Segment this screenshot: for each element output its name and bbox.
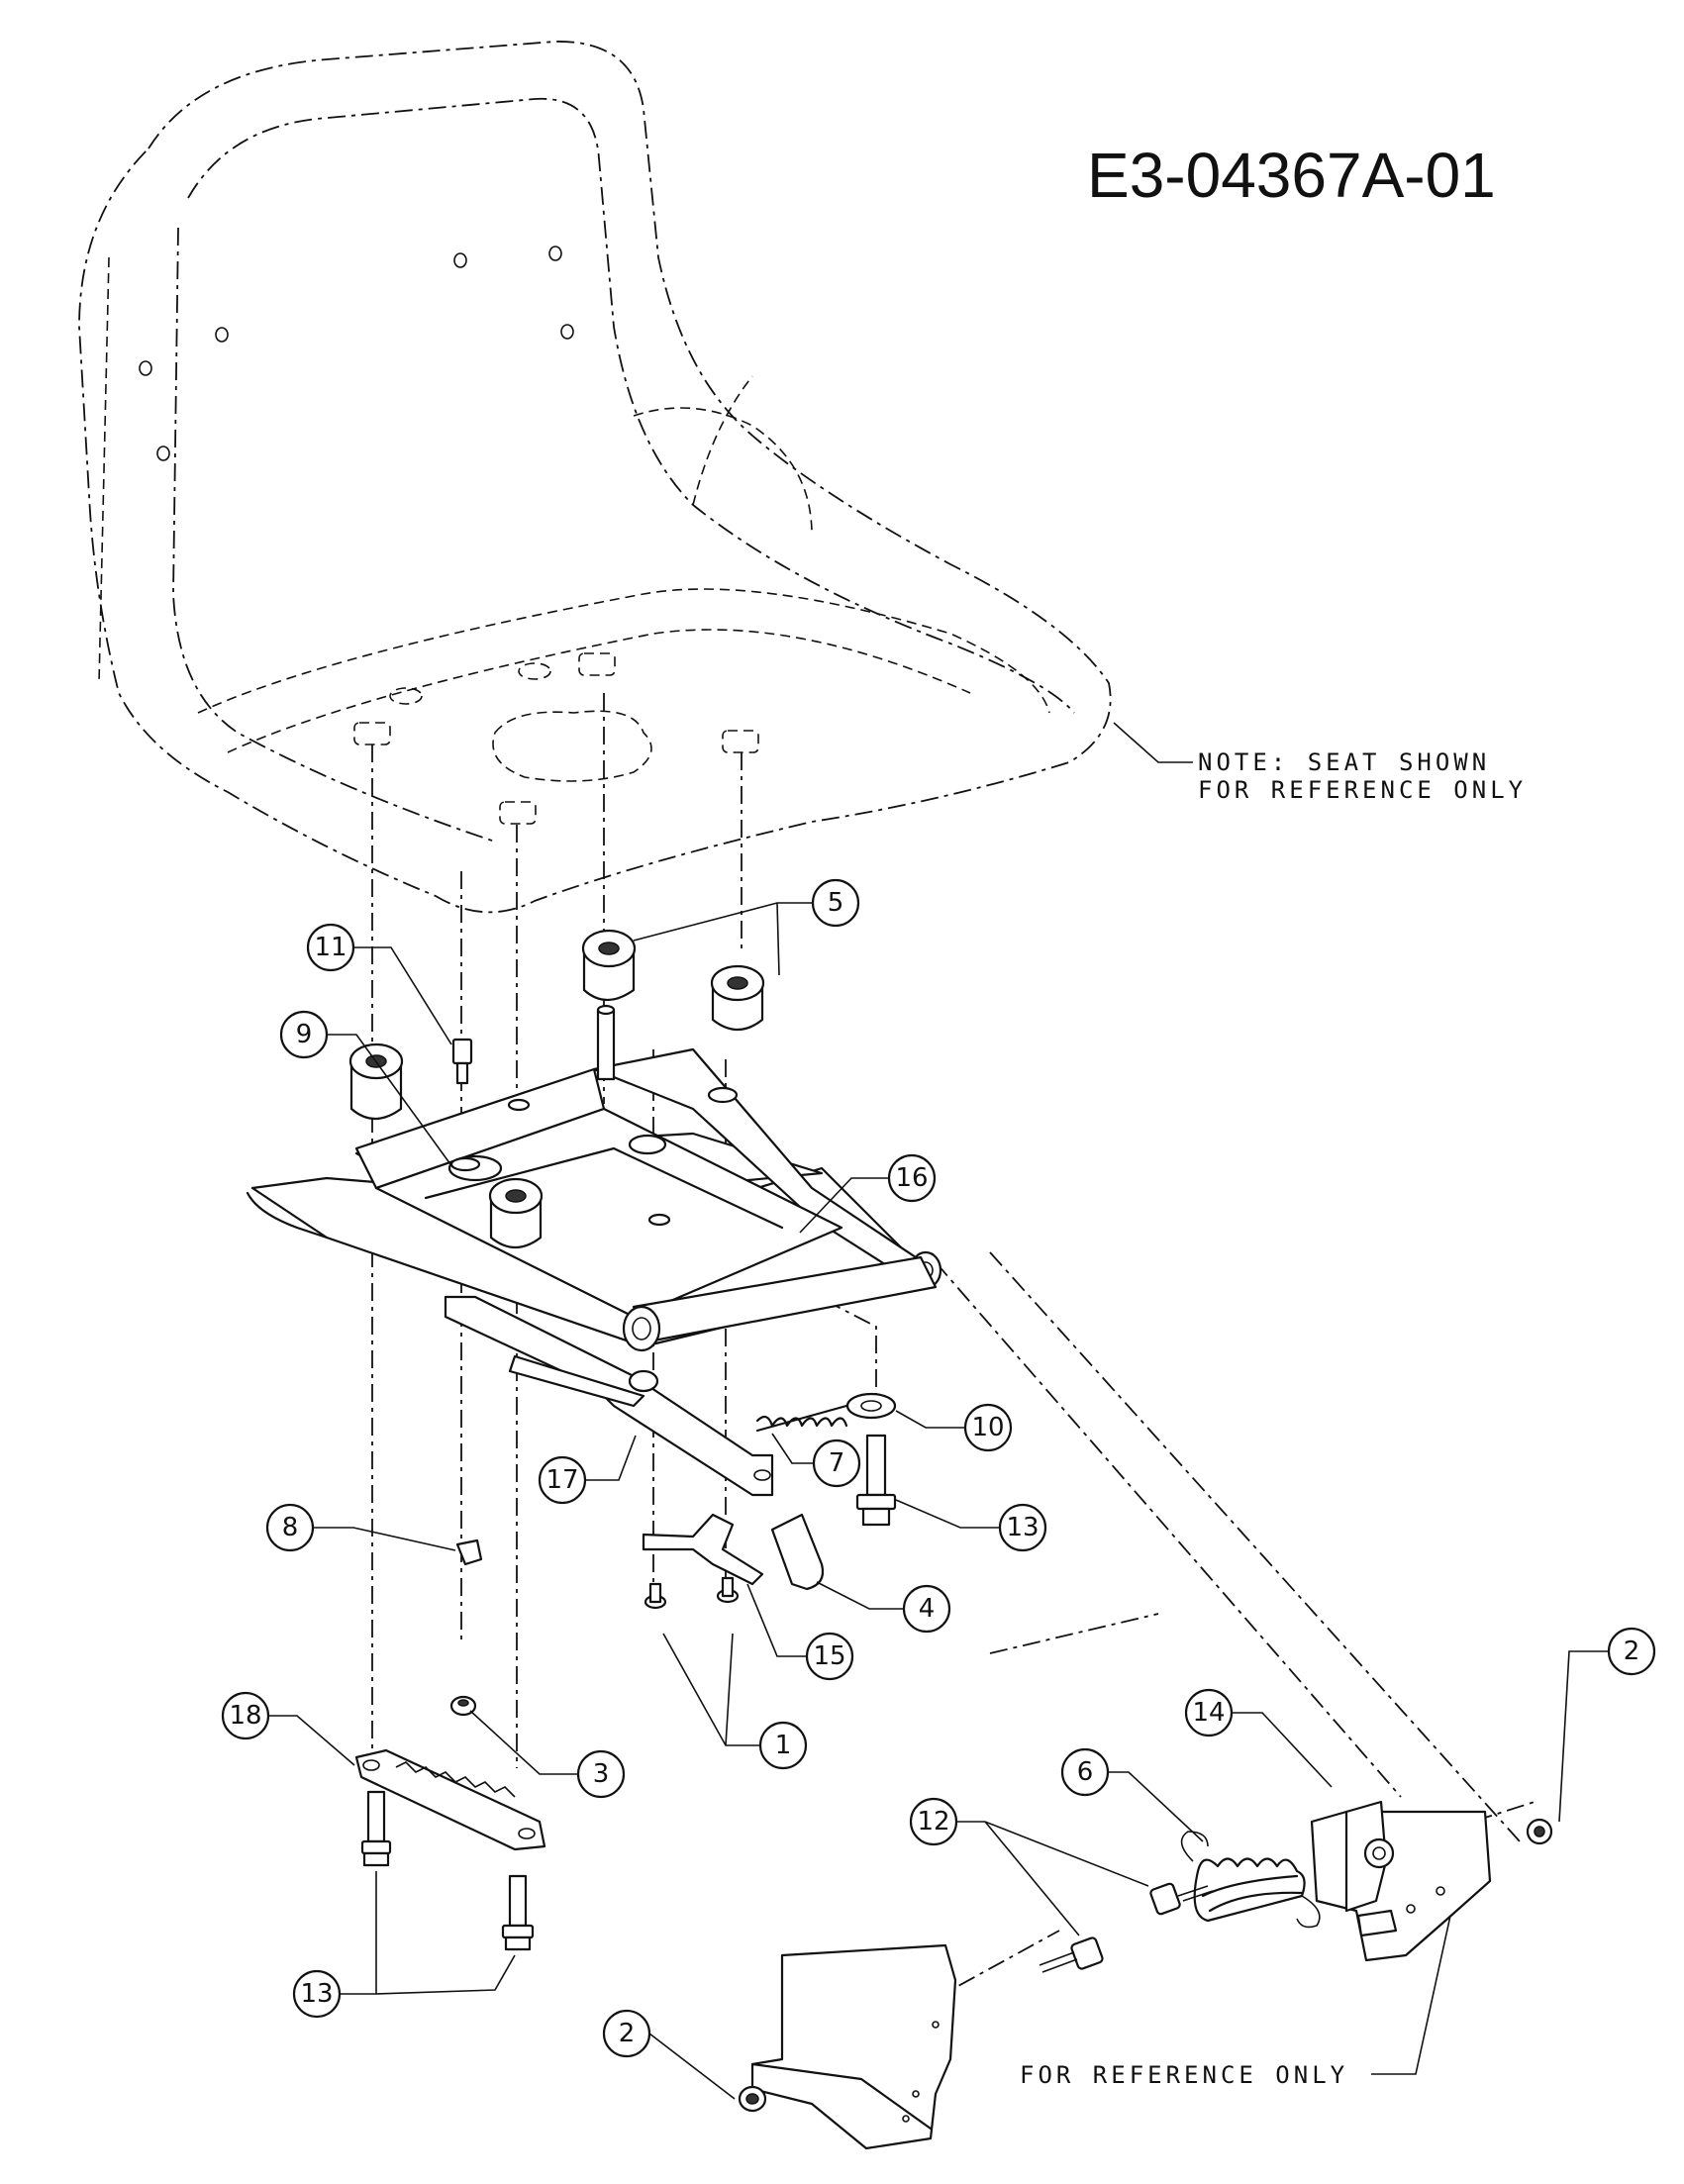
- nut-3: [449, 1695, 477, 1717]
- seat-note-line1: NOTE: SEAT SHOWN: [1198, 748, 1490, 776]
- callout-4-label: 4: [919, 1594, 936, 1624]
- isolator-2: [710, 964, 765, 1032]
- callout-13a-label: 13: [1006, 1513, 1039, 1542]
- callout-4: [902, 1584, 951, 1634]
- callout-17: [538, 1455, 587, 1505]
- slide-rail: [444, 1295, 774, 1497]
- callout-9-label: 9: [296, 1020, 313, 1049]
- callout-3-label: 3: [593, 1759, 610, 1789]
- spring-6: [1180, 1831, 1321, 1929]
- callout-2a: [1607, 1627, 1656, 1676]
- bracket-note: FOR REFERENCE ONLY: [1020, 2061, 1348, 2089]
- callout-1-label: 1: [775, 1731, 792, 1760]
- callout-11: [306, 923, 355, 972]
- nut-2a: [1526, 1818, 1553, 1845]
- callout-16-label: 16: [895, 1163, 928, 1193]
- callout-16: [887, 1153, 937, 1203]
- callout-13b: [292, 1969, 342, 2019]
- nut-2b: [738, 2085, 767, 2113]
- callout-18: [221, 1691, 270, 1740]
- washer-9: [449, 1156, 481, 1172]
- slotted-bar-18: [354, 1748, 546, 1851]
- callout-7-label: 7: [829, 1448, 845, 1478]
- shoulder-bolt-13a: [855, 1434, 897, 1527]
- callout-2b-label: 2: [619, 2019, 636, 2048]
- callout-7: [812, 1439, 861, 1488]
- spacer-8: [455, 1539, 483, 1566]
- callout-15-label: 15: [813, 1641, 845, 1671]
- callout-9: [279, 1010, 329, 1059]
- callout-6-label: 6: [1077, 1757, 1094, 1787]
- seat-pan-frame: [246, 1004, 942, 1352]
- seat-reference: [78, 41, 1112, 914]
- callouts: 1 2 2 3 4 5 6: [221, 878, 1656, 2100]
- callout-1: [758, 1721, 808, 1770]
- isolator-3: [348, 1042, 404, 1121]
- shoulder-bolt-13b: [360, 1790, 392, 1867]
- lower-bracket-reference: [750, 1943, 957, 2150]
- callout-12-label: 12: [917, 1807, 949, 1837]
- callout-15: [805, 1632, 854, 1681]
- pivot-bracket-14: [1310, 1800, 1492, 1962]
- callout-10: [963, 1403, 1013, 1452]
- callout-18-label: 18: [229, 1701, 261, 1731]
- callout-2a-label: 2: [1624, 1637, 1640, 1666]
- knob-4: [770, 1513, 825, 1591]
- callout-12: [909, 1797, 958, 1846]
- diagram-id: E3-04367A-01: [1087, 140, 1496, 211]
- isolator-1: [581, 929, 637, 1002]
- washer-10: [845, 1392, 897, 1420]
- shoulder-bolt-13c: [501, 1874, 535, 1951]
- callout-14-label: 14: [1192, 1698, 1225, 1728]
- callout-5-label: 5: [828, 888, 844, 918]
- callout-17-label: 17: [545, 1465, 578, 1495]
- spring-7: [755, 1404, 848, 1433]
- callout-10-label: 10: [971, 1413, 1004, 1442]
- callout-11-label: 11: [314, 933, 347, 962]
- isolator-mounts: [348, 929, 765, 1249]
- callout-13b-label: 13: [300, 1979, 333, 2009]
- isolator-4: [488, 1177, 544, 1249]
- callout-6: [1060, 1747, 1110, 1797]
- callout-8-label: 8: [282, 1513, 299, 1542]
- seat-note-line2: FOR REFERENCE ONLY: [1198, 776, 1527, 804]
- callout-14: [1184, 1688, 1234, 1737]
- bolt-11: [451, 1038, 473, 1085]
- callout-5: [811, 878, 860, 928]
- callout-3: [576, 1749, 626, 1799]
- callout-8: [265, 1503, 315, 1552]
- screws-1: [644, 1576, 740, 1610]
- callout-13a: [998, 1503, 1047, 1552]
- bracket-15: [642, 1513, 764, 1586]
- bolt-12a: [1149, 1882, 1214, 1916]
- callout-2b: [602, 2009, 651, 2058]
- bolt-12b: [1039, 1936, 1104, 1973]
